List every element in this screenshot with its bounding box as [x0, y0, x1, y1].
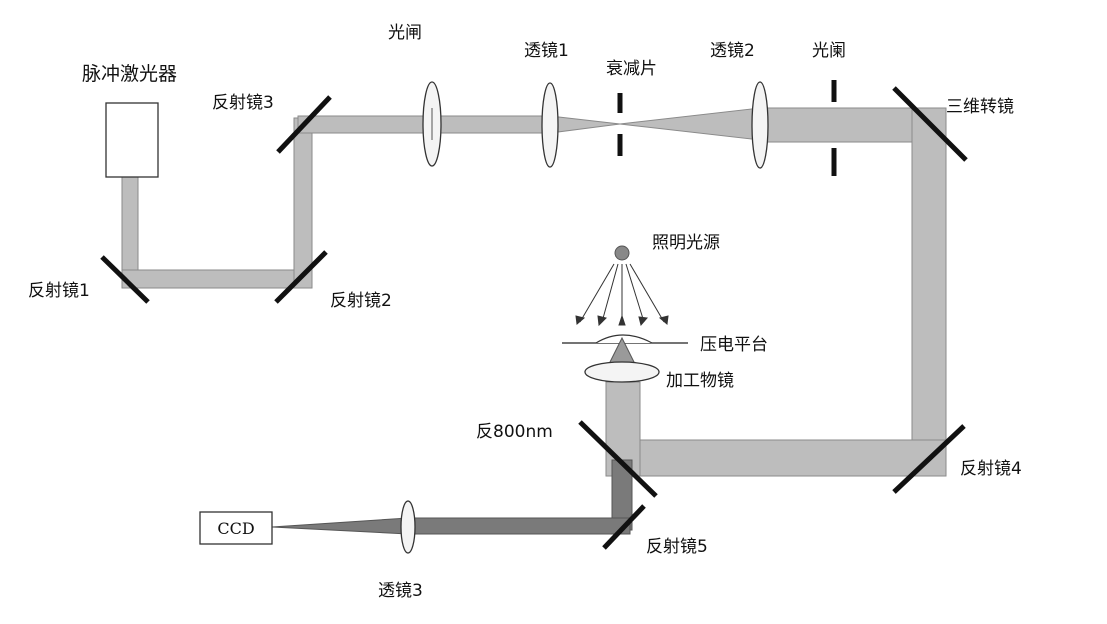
- mirror-4: [892, 424, 966, 494]
- beam-expand-cone: [619, 107, 761, 141]
- mirror-3-label: 反射镜3: [212, 93, 274, 113]
- beam-focus-cone: [549, 115, 621, 134]
- light-source-label: 照明光源: [652, 233, 720, 253]
- illumination-source-dot: [614, 245, 630, 261]
- illumination-rays: [575, 263, 669, 327]
- lens-3: [400, 500, 416, 554]
- beam-m2-to-m3: [293, 117, 313, 289]
- stage-label: 压电平台: [700, 335, 768, 355]
- lens-1: [541, 82, 559, 168]
- lens-2-label: 透镜2: [710, 41, 755, 61]
- objective-label: 加工物镜: [666, 371, 734, 391]
- aperture-label: 光阑: [812, 41, 846, 61]
- laser-box: [105, 102, 159, 178]
- lens-3-label: 透镜3: [378, 581, 423, 601]
- ccd-box: [199, 511, 273, 545]
- lens-1-label: 透镜1: [524, 41, 569, 61]
- mirror-1: [100, 255, 150, 304]
- attenuator-label: 衰减片: [606, 59, 657, 79]
- beam-m4-to-dichroic: [607, 439, 947, 477]
- mirror-4-label: 反射镜4: [960, 459, 1022, 479]
- beam-path: [121, 107, 947, 535]
- galvo-label: 三维转镜: [946, 97, 1014, 117]
- dichroic-label: 反800nm: [476, 422, 553, 442]
- objective-lens: [584, 361, 660, 383]
- beam-m1-to-m2: [121, 269, 303, 289]
- mirror-5-label: 反射镜5: [646, 537, 708, 557]
- mirror-galvo: [892, 86, 968, 162]
- ccd-label: CCD: [217, 519, 254, 538]
- mirror-2: [274, 250, 328, 304]
- mirror-dichroic: [578, 420, 658, 498]
- beam-lens2-to-galvo: [759, 107, 921, 143]
- lens-2: [751, 81, 769, 169]
- beam-ccd-cone: [271, 517, 409, 535]
- laser-label: 脉冲激光器: [82, 63, 177, 85]
- mirror-5: [602, 504, 646, 550]
- beam-laser-to-m1: [121, 176, 139, 280]
- mirror-2-label: 反射镜2: [330, 291, 392, 311]
- sample-dome: [595, 334, 653, 344]
- shutter-label: 光闸: [388, 23, 422, 43]
- beam-m5-to-lens3: [407, 517, 631, 535]
- mirror-3: [276, 95, 332, 154]
- mirror-1-label: 反射镜1: [28, 281, 90, 301]
- beam-galvo-to-m4: [911, 107, 947, 447]
